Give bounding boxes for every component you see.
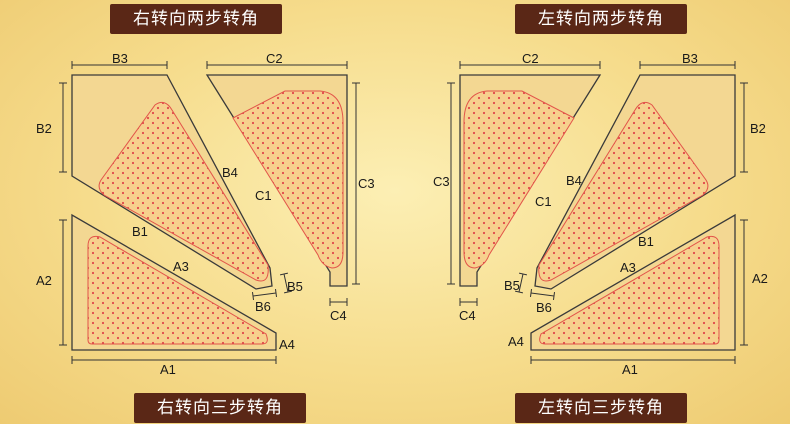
- label-a4-r: A4: [508, 334, 524, 349]
- label-a2-r: A2: [752, 271, 768, 286]
- banner-left-two-step: 左转向两步转角: [515, 4, 687, 34]
- piece-b-inlay-mirror: [538, 101, 709, 282]
- piece-b-inlay: [98, 101, 269, 282]
- label-b3: B3: [112, 51, 128, 66]
- left-turn-diagrams: B3 B2 B4 B1 C2 C1 C3 C4 A3 A2 A1 A4 B5 B…: [433, 51, 768, 377]
- label-c3-r: C3: [433, 174, 450, 189]
- piece-a-inlay-mirror: [539, 235, 720, 345]
- banner-right-two-step: 右转向两步转角: [110, 4, 282, 34]
- label-c4-r: C4: [459, 308, 476, 323]
- label-b1: B1: [132, 224, 148, 239]
- piece-c-inlay-mirror: [463, 90, 575, 269]
- label-b2-r: B2: [750, 121, 766, 136]
- banner-right-three-step: 右转向三步转角: [134, 393, 306, 423]
- label-c2: C2: [266, 51, 283, 66]
- label-a3-r: A3: [620, 260, 636, 275]
- label-b5-r: B5: [504, 278, 520, 293]
- label-a4: A4: [279, 337, 295, 352]
- label-c3: C3: [358, 176, 375, 191]
- label-b6: B6: [255, 299, 271, 314]
- label-b2: B2: [36, 121, 52, 136]
- piece-a-inlay: [87, 235, 268, 345]
- label-b6-r: B6: [536, 300, 552, 315]
- label-c1: C1: [255, 188, 272, 203]
- label-b4-r: B4: [566, 173, 582, 188]
- label-b1-r: B1: [638, 234, 654, 249]
- label-a1-r: A1: [622, 362, 638, 377]
- label-c4: C4: [330, 308, 347, 323]
- label-c1-r: C1: [535, 194, 552, 209]
- banner-left-three-step: 左转向三步转角: [515, 393, 687, 423]
- label-a1: A1: [160, 362, 176, 377]
- piece-c-inlay: [232, 90, 344, 269]
- label-b4: B4: [222, 165, 238, 180]
- label-b3-r: B3: [682, 51, 698, 66]
- label-a3: A3: [173, 259, 189, 274]
- label-a2: A2: [36, 273, 52, 288]
- label-c2-r: C2: [522, 51, 539, 66]
- right-turn-diagrams: B3 B2 B4 B1 C2 C1 C3 C4 A3 A2 A1 A4 B5 B…: [36, 51, 375, 377]
- label-b5: B5: [287, 279, 303, 294]
